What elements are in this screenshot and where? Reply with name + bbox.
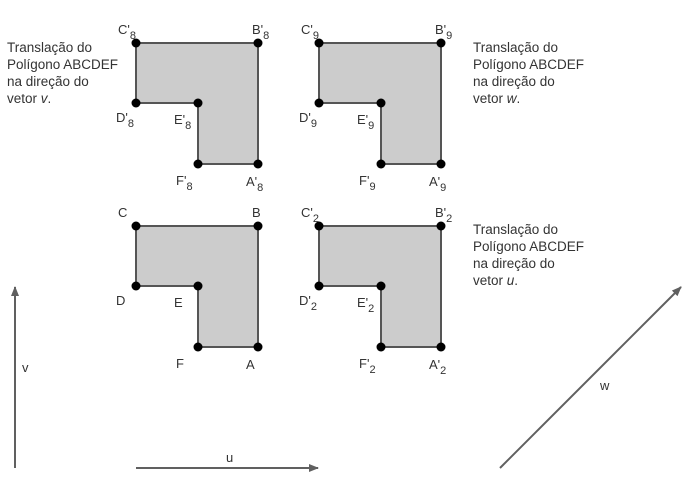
vertex-label: A (246, 357, 255, 372)
vertex-label: F'9 (359, 173, 376, 193)
polygon-translated-u: A'2 B'2 C'2D'2 E'2F'2 (299, 205, 452, 377)
vertex-label: C'2 (301, 205, 319, 225)
caption-line: na direção do (7, 74, 89, 89)
vertex-point (376, 98, 386, 108)
caption-vector-name: u (506, 273, 515, 288)
polygon-original: A B C D E F (116, 205, 263, 372)
vertex-point (193, 159, 203, 169)
vertex-label: F (176, 356, 184, 371)
vertex-label: B'2 (435, 205, 452, 225)
vertex-point (314, 38, 324, 48)
vertex-point (376, 159, 386, 169)
vertex-point (193, 342, 203, 352)
vertex-point (253, 221, 263, 231)
caption-line: Polígono ABCDEF (7, 57, 119, 72)
vertex-label: D'9 (299, 110, 317, 130)
vertex-label: F'8 (176, 173, 193, 193)
vertex-label: B (252, 205, 261, 220)
vertex-label: E (174, 295, 183, 310)
vertex-label: E'8 (174, 112, 191, 132)
vertex-point (131, 281, 141, 291)
vertex-label: E'2 (357, 295, 374, 315)
vertex-point (314, 221, 324, 231)
vector-u-label: u (226, 450, 233, 465)
vertex-label: A'2 (429, 357, 446, 377)
vertex-point (253, 342, 263, 352)
vertex-label: A'9 (429, 174, 446, 194)
caption-line: Translação do (7, 40, 93, 55)
vertex-point (436, 159, 446, 169)
vertex-point (314, 281, 324, 291)
vector-w-label: w (599, 378, 610, 393)
caption-vector-u: Translação do Polígono ABCDEF na direção d… (473, 221, 584, 289)
caption-line: na direção do (473, 256, 555, 271)
vertex-point (436, 38, 446, 48)
vertex-point (376, 342, 386, 352)
vertex-point (131, 98, 141, 108)
caption-line: vetor v. (7, 91, 52, 106)
vertex-point (193, 98, 203, 108)
vertex-point (131, 221, 141, 231)
vertex-point (436, 221, 446, 231)
vertex-label: B'8 (252, 22, 269, 42)
caption-line: Translação do (473, 222, 559, 237)
vertex-label: F'2 (359, 356, 376, 376)
caption-line: Translação do (473, 40, 559, 55)
vertex-point (314, 98, 324, 108)
polygon-translated-v: A'8 B'8 C'8D'8 E'8F'8 (116, 22, 269, 194)
vector-w (499, 286, 682, 469)
caption-vector-name: w (506, 91, 517, 106)
vertex-point (376, 281, 386, 291)
vector-v-label: v (22, 360, 29, 375)
vertex-label: D'2 (299, 293, 317, 313)
vertex-point (193, 281, 203, 291)
vertex-label: C'8 (118, 22, 136, 42)
caption-vector-name: v (40, 91, 48, 106)
caption-vector-w: Translação do Polígono ABCDEF na direção d… (473, 39, 584, 107)
vertex-label: D'8 (116, 110, 134, 130)
caption-line: vetor w. (473, 91, 521, 106)
vertex-label: B'9 (435, 22, 452, 42)
vertex-label: D (116, 293, 125, 308)
caption-line: na direção do (473, 74, 555, 89)
vertex-point (131, 38, 141, 48)
vertex-label: E'9 (357, 112, 374, 132)
caption-vector-v: Translação do Polígono ABCDEF na direção d… (7, 39, 118, 107)
caption-line: Polígono ABCDEF (473, 239, 585, 254)
caption-line: vetor u. (473, 273, 519, 288)
vertex-label: C (118, 205, 127, 220)
vertex-point (253, 38, 263, 48)
vertex-label: C'9 (301, 22, 319, 42)
caption-line: Polígono ABCDEF (473, 57, 585, 72)
polygon-translated-w: A'9 B'9 C'9D'9 E'9F'9 (299, 22, 452, 194)
vertex-point (436, 342, 446, 352)
vertex-point (253, 159, 263, 169)
vertex-label: A'8 (246, 174, 263, 194)
